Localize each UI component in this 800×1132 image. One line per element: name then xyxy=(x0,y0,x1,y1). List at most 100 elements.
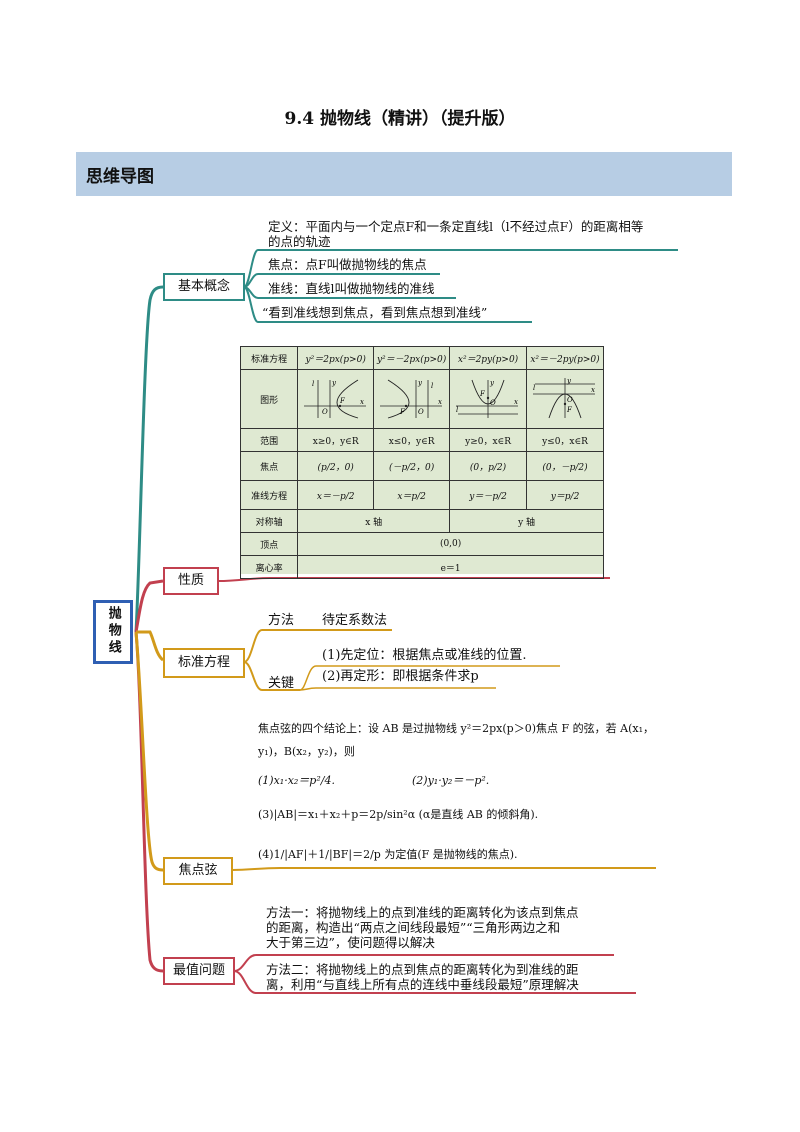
graph-label: l xyxy=(456,406,458,414)
table-cell: (0,0) xyxy=(297,532,604,556)
graph-label: x xyxy=(591,386,595,394)
extreme-method2-line1: 方法二：将抛物线上的点到焦点的距离转化为到准线的距 xyxy=(266,962,579,977)
branch-basic-concept[interactable]: 基本概念 xyxy=(163,273,245,301)
graph-label: y xyxy=(331,379,337,387)
table-cell: (－p/2，0) xyxy=(373,451,451,481)
basic-definition-line2: 的点的轨迹 xyxy=(268,234,331,249)
focal-intro-line1: 焦点弦的四个结论上：设 AB 是过抛物线 y²＝2px(p＞0)焦点 F 的弦，… xyxy=(258,722,654,735)
basic-directrix: 准线：直线l叫做抛物线的准线 xyxy=(268,281,435,296)
row-header: 顶点 xyxy=(239,532,299,556)
row-header: 标准方程 xyxy=(239,346,299,370)
basic-definition-line1: 定义：平面内与一个定点F和一条定直线l（l不经过点F）的距离相等 xyxy=(268,219,644,234)
table-cell: y 轴 xyxy=(449,509,604,533)
root-node[interactable]: 抛物线 xyxy=(93,600,133,664)
table-row: 图形 l O F x y xyxy=(239,369,604,429)
table-cell: (0，p/2) xyxy=(449,451,528,481)
basic-focus: 焦点：点F叫做抛物线的焦点 xyxy=(268,257,427,272)
table-cell: y＝p/2 xyxy=(526,480,604,510)
row-header: 准线方程 xyxy=(239,480,299,510)
table-cell: y≥0，x∈R xyxy=(449,428,528,452)
table-row: 离心率 e＝1 xyxy=(239,555,604,579)
table-row: 顶点 (0,0) xyxy=(239,532,604,556)
table-cell: x＝p/2 xyxy=(373,480,451,510)
graph-right-open: l O F x y xyxy=(303,379,366,418)
row-header: 对称轴 xyxy=(239,509,299,533)
table-cell: x²＝－2py(p>0) xyxy=(526,346,604,370)
row-header: 范围 xyxy=(239,428,299,452)
branch-basic-label: 基本概念 xyxy=(177,279,230,294)
table-cell: l O F x y xyxy=(449,369,528,429)
standard-method-value: 待定系数法 xyxy=(322,613,388,628)
branch-focal-chord[interactable]: 焦点弦 xyxy=(163,857,233,885)
table-cell: l O F x y xyxy=(297,369,375,429)
table-cell: x＝－p/2 xyxy=(297,480,375,510)
standard-key-label: 关键 xyxy=(268,676,295,691)
standard-step1: (1)先定位：根据焦点或准线的位置. xyxy=(322,648,527,663)
table-cell: x≤0，y∈R xyxy=(373,428,451,452)
table-cell: l O F x y xyxy=(526,369,604,429)
branch-standard-label: 标准方程 xyxy=(177,655,230,670)
row-header: 离心率 xyxy=(239,555,299,579)
graph-label: F xyxy=(339,397,346,405)
graph-label: x xyxy=(514,398,518,406)
graph-label: y xyxy=(489,379,495,387)
table-cell: (0，－p/2) xyxy=(526,451,604,481)
table-row: 标准方程 y²＝2px(p>0) y²＝－2px(p>0) x²＝2py(p>0… xyxy=(239,346,604,370)
graph-label: l xyxy=(533,384,535,392)
table-row: 焦点 (p/2，0) (－p/2，0) (0，p/2) (0，－p/2) xyxy=(239,451,604,481)
branch-extreme-label: 最值问题 xyxy=(172,963,225,978)
table-row: 范围 x≥0，y∈R x≤0，y∈R y≥0，x∈R y≤0，x∈R xyxy=(239,428,604,452)
focal-conclusion-2: (2)y₁·y₂＝－p². xyxy=(412,774,490,787)
row-header: 图形 xyxy=(239,369,299,429)
graph-label: l xyxy=(431,382,433,390)
table-cell: l O F x y xyxy=(373,369,451,429)
property-table-wrap: 标准方程 y²＝2px(p>0) y²＝－2px(p>0) x²＝2py(p>0… xyxy=(239,346,604,579)
graph-label: O xyxy=(490,399,496,407)
table-cell: y＝－p/2 xyxy=(449,480,528,510)
graph-label: y xyxy=(417,379,423,387)
graph-label: x xyxy=(438,398,442,406)
table-cell: e＝1 xyxy=(297,555,604,579)
extreme-method1-line3: 大于第三边”，使问题得以解决 xyxy=(266,935,435,950)
extreme-method1-line1: 方法一：将抛物线上的点到准线的距离转化为该点到焦点 xyxy=(266,905,579,920)
table-row: 对称轴 x 轴 y 轴 xyxy=(239,509,604,533)
table-cell: y²＝2px(p>0) xyxy=(297,346,375,370)
graph-up-open: l O F x y xyxy=(456,379,519,418)
table-cell: x≥0，y∈R xyxy=(297,428,375,452)
section-title: 思维导图 xyxy=(86,167,154,187)
focal-conclusion-4: (4)1/|AF|＋1/|BF|＝2/p 为定值(F 是抛物线的焦点). xyxy=(258,848,518,861)
graph-label: y xyxy=(566,377,572,385)
graph-label: l xyxy=(312,380,314,388)
graph-down-open: l O F x y xyxy=(533,377,595,418)
branch-property-label: 性质 xyxy=(177,573,204,588)
table-cell: y≤0，x∈R xyxy=(526,428,604,452)
extreme-method2-line2: 离，利用“与直线上所有点的连线中垂线段最短”原理解决 xyxy=(266,977,579,992)
graph-label: O xyxy=(322,408,328,416)
basic-slogan: “看到准线想到焦点，看到焦点想到准线” xyxy=(262,305,488,320)
graph-label: O xyxy=(418,408,424,416)
branch-property[interactable]: 性质 xyxy=(163,567,219,595)
page-title: 9.4 抛物线（精讲）（提升版） xyxy=(284,109,516,129)
graph-label: F xyxy=(566,406,573,414)
table-cell: y²＝－2px(p>0) xyxy=(373,346,451,370)
branch-standard-equation[interactable]: 标准方程 xyxy=(163,648,245,678)
focal-conclusion-3: (3)|AB|＝x₁＋x₂＋p＝2p/sin²α (α是直线 AB 的倾斜角). xyxy=(258,808,539,821)
standard-method-key: 方法 xyxy=(268,613,295,628)
focal-intro-line2: y₁)，B(x₂，y₂)，则 xyxy=(258,745,355,758)
graph-label: x xyxy=(360,398,364,406)
table-cell: (p/2，0) xyxy=(297,451,375,481)
table-cell: x²＝2py(p>0) xyxy=(449,346,528,370)
graph-label: O xyxy=(567,396,573,404)
section-header: 思维导图 xyxy=(76,152,732,196)
focal-conclusion-1: (1)x₁·x₂＝p²/4. xyxy=(258,774,335,787)
table-cell: x 轴 xyxy=(297,509,451,533)
standard-step2: (2)再定形：即根据条件求p xyxy=(322,669,479,684)
branch-extreme-value[interactable]: 最值问题 xyxy=(163,957,235,985)
graph-label: F xyxy=(399,408,406,416)
graph-label: F xyxy=(479,390,486,398)
extreme-method1-line2: 的距离，构造出“两点之间线段最短”“三角形两边之和 xyxy=(266,920,561,935)
property-table: 标准方程 y²＝2px(p>0) y²＝－2px(p>0) x²＝2py(p>0… xyxy=(239,346,604,579)
branch-focal-label: 焦点弦 xyxy=(178,863,218,878)
graph-left-open: l O F x y xyxy=(379,379,442,418)
